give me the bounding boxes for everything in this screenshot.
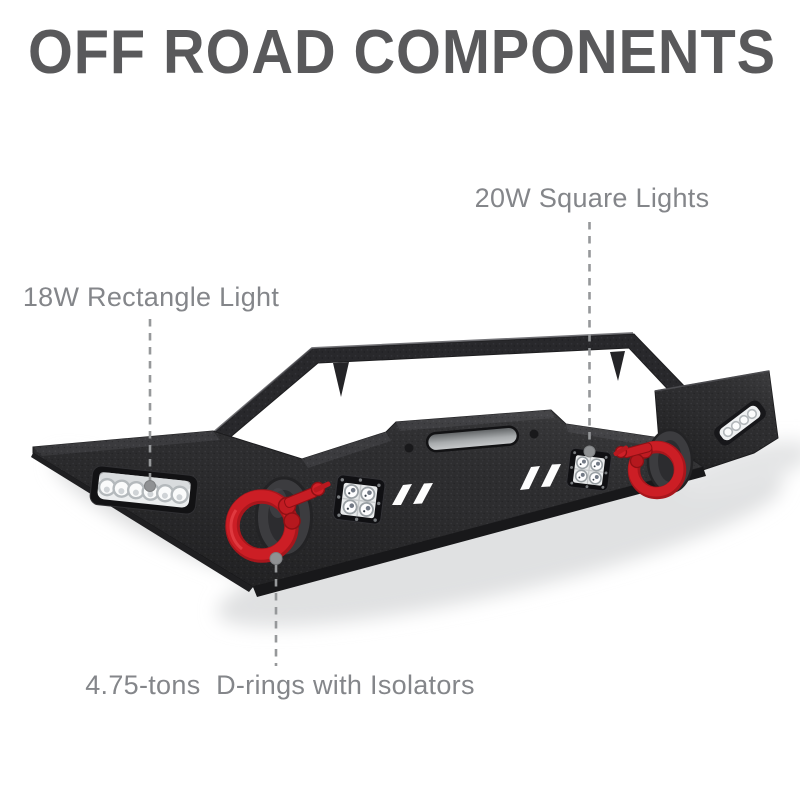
- page-title: OFF ROAD COMPONENTS: [28, 18, 777, 87]
- d-rings-dot: [269, 552, 283, 565]
- hoop-bracket-tab: [610, 351, 625, 381]
- callout-dots: [144, 445, 596, 565]
- callout-lines: [148, 222, 591, 666]
- square-lights-dot: [583, 445, 596, 458]
- mount-hole: [529, 429, 539, 439]
- left-rectangle-light: [89, 465, 199, 515]
- winch-fairlead-slot: [425, 425, 520, 453]
- right-d-ring: [613, 428, 694, 500]
- bumper-right-wing: [654, 370, 779, 472]
- right-rectangle-light: [714, 400, 766, 446]
- label-d-rings: 4.75-tons D-rings with Isolators: [85, 670, 475, 700]
- left-square-light: [331, 473, 387, 526]
- hoop-bracket-tab: [333, 362, 349, 397]
- rectangle-light-dot: [144, 480, 156, 492]
- label-rectangle-light: 18W Rectangle Light: [22, 282, 280, 312]
- bottom-flange: [253, 467, 706, 597]
- label-square-lights: 20W Square Lights: [474, 183, 710, 213]
- left-d-ring: [225, 476, 331, 563]
- mount-hole: [404, 443, 414, 453]
- slash-decals: [392, 464, 561, 505]
- bumper-body: [31, 409, 706, 597]
